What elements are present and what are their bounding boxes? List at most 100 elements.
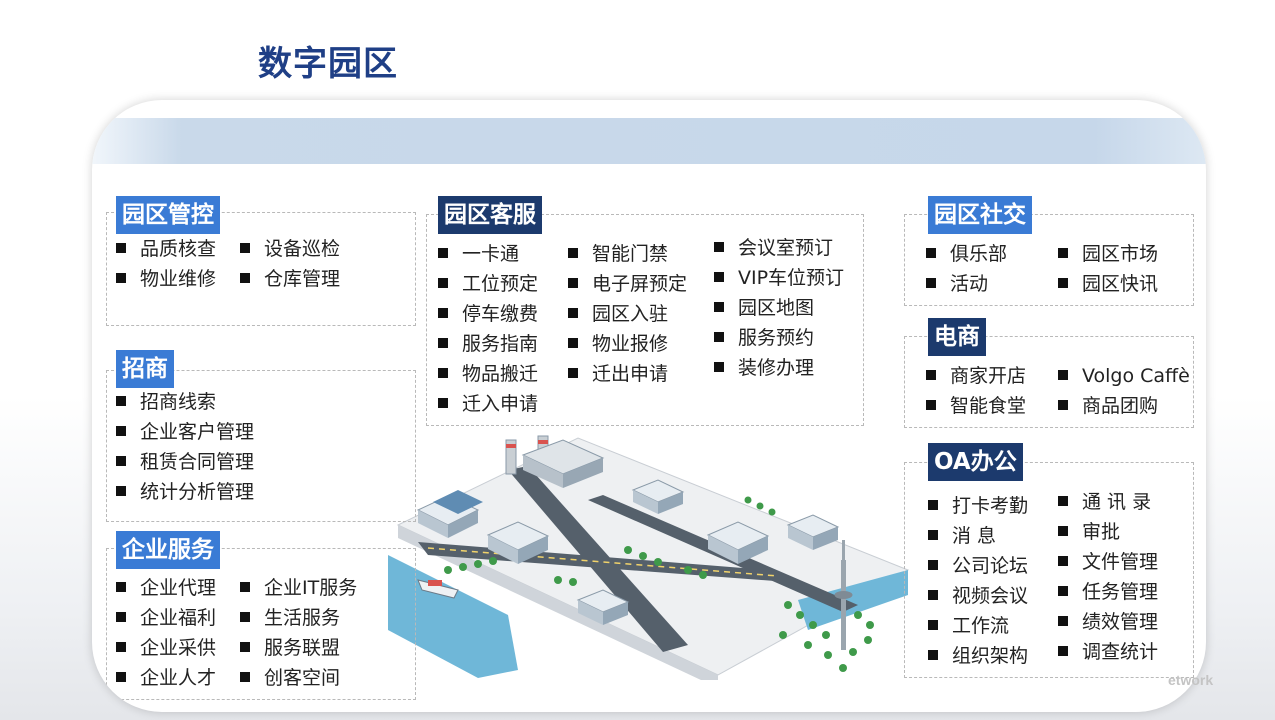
bullet-icon [714, 332, 724, 342]
oa-item: 绩效管理 [1058, 610, 1158, 634]
bullet-icon [116, 456, 126, 466]
bullet-icon [928, 500, 938, 510]
bullet-icon [240, 243, 250, 253]
oa-box [904, 462, 1194, 678]
bullet-icon [714, 242, 724, 252]
customer-service-item: 园区入驻 [568, 302, 668, 326]
bullet-icon [240, 672, 250, 682]
bullet-icon [438, 338, 448, 348]
park-control-item: 设备巡检 [240, 237, 340, 261]
bullet-icon [116, 273, 126, 283]
bullet-icon [240, 612, 250, 622]
social-header: 园区社交 [928, 196, 1032, 234]
bullet-icon [1058, 278, 1068, 288]
factory-building [505, 435, 605, 488]
bullet-icon [1058, 616, 1068, 626]
bullet-icon [116, 612, 126, 622]
customer-service-item: 停车缴费 [438, 302, 538, 326]
investment-item: 招商线索 [116, 390, 216, 414]
park-control-box [106, 212, 416, 326]
building-cluster-3 [486, 521, 550, 564]
social-item: 活动 [926, 272, 988, 296]
customer-service-item: 服务预约 [714, 326, 814, 350]
enterprise-service-box [106, 548, 416, 700]
oa-item: 工作流 [928, 614, 1009, 638]
bullet-icon [240, 273, 250, 283]
building-cluster-4 [706, 521, 770, 564]
building-cluster-6 [786, 514, 840, 550]
bullet-icon [928, 530, 938, 540]
customer-service-item: 服务指南 [438, 332, 538, 356]
ecommerce-item: 商家开店 [926, 364, 1026, 388]
bullet-icon [568, 308, 578, 318]
investment-box [106, 370, 416, 522]
oa-item: 通 讯 录 [1058, 490, 1151, 514]
oa-item: 任务管理 [1058, 580, 1158, 604]
bullet-icon [568, 368, 578, 378]
boat [417, 579, 459, 599]
social-box [904, 214, 1194, 306]
building-cluster-1 [416, 490, 483, 538]
investment-item: 租赁合同管理 [116, 450, 254, 474]
customer-service-item: 迁入申请 [438, 392, 538, 416]
park-control-item: 品质核查 [116, 237, 216, 261]
building-cluster-5 [576, 589, 630, 625]
bullet-icon [1058, 586, 1068, 596]
bullet-icon [438, 368, 448, 378]
bullet-icon [1058, 400, 1068, 410]
bullet-icon [568, 248, 578, 258]
bullet-icon [240, 642, 250, 652]
bullet-icon [438, 248, 448, 258]
bullet-icon [928, 560, 938, 570]
customer-service-item: 电子屏预定 [568, 272, 687, 296]
bullet-icon [714, 302, 724, 312]
park-control-item: 物业维修 [116, 267, 216, 291]
customer-service-box [426, 214, 864, 426]
isometric-city-park-illustration [388, 435, 910, 680]
bullet-icon [928, 650, 938, 660]
customer-service-item: 一卡通 [438, 242, 519, 266]
enterprise-service-item: 创客空间 [240, 666, 340, 690]
bullet-icon [568, 278, 578, 288]
bullet-icon [116, 642, 126, 652]
customer-service-item: 会议室预订 [714, 236, 833, 260]
oa-item: 组织架构 [928, 644, 1028, 668]
customer-service-item: 物品搬迁 [438, 362, 538, 386]
customer-service-item: VIP车位预订 [714, 266, 844, 290]
bullet-icon [926, 400, 936, 410]
bullet-icon [1058, 556, 1068, 566]
bullet-icon [926, 248, 936, 258]
investment-item: 企业客户管理 [116, 420, 254, 444]
enterprise-service-item: 企业IT服务 [240, 576, 357, 600]
social-item: 园区市场 [1058, 242, 1158, 266]
oa-item: 打卡考勤 [928, 494, 1028, 518]
ecommerce-item: 商品团购 [1058, 394, 1158, 418]
trees [444, 496, 874, 672]
bullet-icon [116, 582, 126, 592]
bullet-icon [116, 396, 126, 406]
bullet-icon [928, 620, 938, 630]
park-control-header: 园区管控 [116, 196, 220, 234]
bullet-icon [926, 370, 936, 380]
bullet-icon [1058, 248, 1068, 258]
investment-item: 统计分析管理 [116, 480, 254, 504]
oa-header: OA办公 [928, 443, 1023, 481]
enterprise-service-item: 生活服务 [240, 606, 340, 630]
customer-service-item: 装修办理 [714, 356, 814, 380]
bullet-icon [1058, 496, 1068, 506]
oa-item: 审批 [1058, 520, 1120, 544]
bullet-icon [714, 272, 724, 282]
enterprise-service-item: 企业代理 [116, 576, 216, 600]
bullet-icon [714, 362, 724, 372]
page-title: 数字园区 [258, 44, 398, 84]
oa-item: 文件管理 [1058, 550, 1158, 574]
bullet-icon [1058, 370, 1068, 380]
enterprise-service-item: 企业福利 [116, 606, 216, 630]
social-item: 俱乐部 [926, 242, 1007, 266]
bullet-icon [1058, 646, 1068, 656]
customer-service-item: 物业报修 [568, 332, 668, 356]
bullet-icon [438, 398, 448, 408]
enterprise-service-item: 企业人才 [116, 666, 216, 690]
bullet-icon [116, 486, 126, 496]
enterprise-service-header: 企业服务 [116, 531, 220, 569]
